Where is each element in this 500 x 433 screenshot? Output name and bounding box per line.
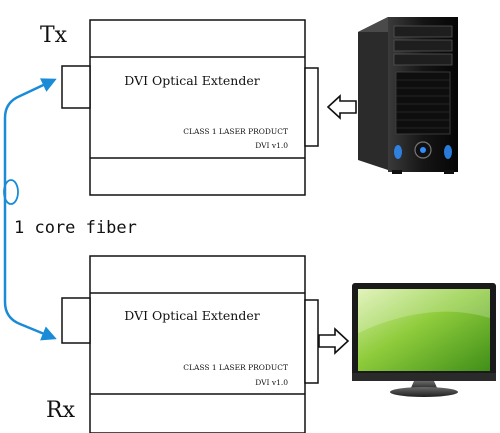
rx-class-label: CLASS 1 LASER PRODUCT — [183, 363, 288, 372]
fiber-loop-icon — [3, 179, 19, 205]
tx-fiber-port — [61, 65, 91, 109]
rx-fiber-port — [61, 297, 91, 344]
tx-unit-title: DVI Optical Extender — [124, 73, 259, 88]
tx-version-label: DVI v1.0 — [255, 141, 288, 150]
tx-extender-unit: DVI Optical Extender CLASS 1 LASER PRODU… — [61, 19, 319, 196]
fiber-link — [3, 78, 57, 341]
pc-tower-icon — [358, 17, 458, 174]
output-arrow-icon — [318, 327, 350, 355]
rx-label: Rx — [46, 398, 76, 423]
rx-dvi-port — [304, 299, 319, 384]
rx-version-label: DVI v1.0 — [255, 378, 288, 387]
monitor-screen — [358, 289, 490, 371]
tx-dvi-port — [304, 67, 319, 147]
rx-extender-unit: DVI Optical Extender CLASS 1 LASER PRODU… — [61, 255, 319, 433]
tx-class-label: CLASS 1 LASER PRODUCT — [183, 127, 288, 136]
rx-unit-title: DVI Optical Extender — [124, 308, 259, 323]
fiber-label: 1 core fiber — [14, 218, 137, 238]
input-arrow-icon — [326, 94, 357, 120]
monitor-icon — [352, 283, 496, 397]
tx-label: Tx — [40, 23, 68, 48]
